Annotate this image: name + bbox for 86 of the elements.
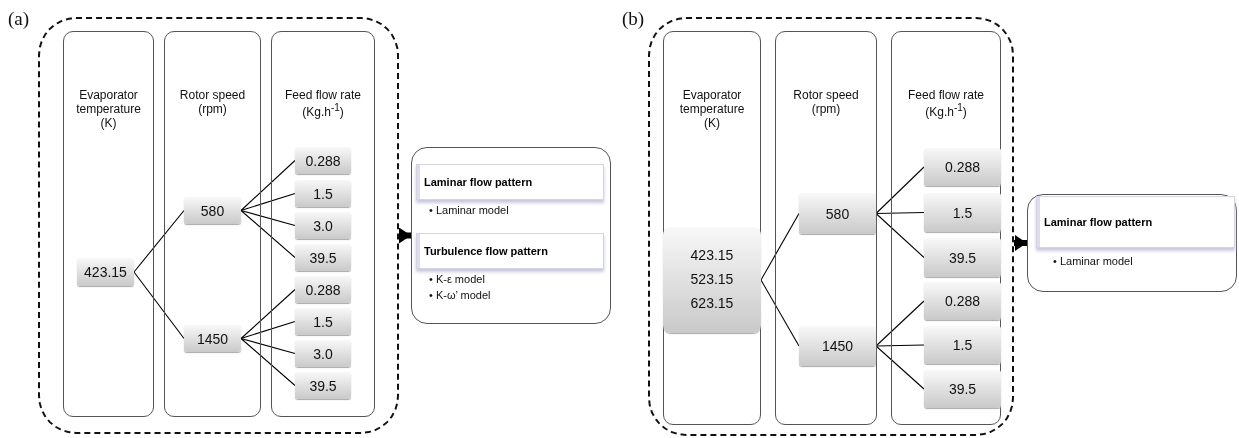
header-text: Turbulence flow pattern — [424, 245, 548, 257]
column-heading: Evaporator temperature (K) — [678, 88, 746, 130]
value-box — [295, 308, 351, 335]
value-text: 39.5 — [948, 249, 977, 266]
list-item: • Laminar model — [429, 204, 509, 216]
arrow — [1014, 235, 1027, 251]
column-heading: Evaporator temperature (K) — [76, 88, 141, 130]
value-box — [663, 227, 761, 333]
connector-line — [875, 300, 925, 347]
column-heading: Feed flow rate (Kg.h$^{-1}$) — [906, 88, 985, 119]
column-heading: Feed flow rate (Kg.h$^{-1}$) — [284, 88, 362, 119]
connector-line — [240, 209, 296, 227]
value-text: 0.288 — [944, 159, 980, 175]
column-panel — [891, 31, 1001, 425]
value-text: 423.15 523.15 623.15 — [689, 246, 735, 313]
value-box — [295, 212, 351, 239]
connector-line — [133, 209, 185, 273]
connector-line — [240, 209, 296, 259]
value-text: 1.5 — [313, 185, 333, 202]
arrow — [399, 227, 411, 244]
column-panel — [164, 31, 261, 417]
value-box — [295, 340, 351, 367]
value-text: 3.0 — [313, 217, 333, 234]
column-heading: Rotor speed (rpm) — [792, 88, 860, 116]
connector-line — [875, 345, 925, 390]
panel-label: (a) — [8, 8, 30, 30]
value-box — [924, 370, 1001, 408]
connector-line — [240, 337, 296, 355]
value-text: 1.5 — [952, 337, 973, 353]
value-box — [295, 180, 351, 207]
value-box — [799, 326, 876, 366]
value-text: 580 — [825, 205, 850, 222]
connector-line — [760, 212, 800, 281]
connector-line — [240, 159, 296, 212]
value-text: 423.15 — [84, 264, 127, 280]
connector-line — [875, 344, 925, 347]
value-text: 0.288 — [305, 152, 341, 169]
connector-line — [875, 211, 925, 215]
connector-line — [875, 166, 925, 215]
value-text: 1450 — [821, 338, 854, 354]
value-box — [184, 197, 241, 224]
value-box — [924, 148, 1001, 186]
value-box — [924, 326, 1001, 364]
column-panel — [271, 31, 375, 417]
value-text: 39.5 — [309, 249, 337, 266]
value-text: 580 — [200, 202, 225, 219]
header-bar — [416, 164, 604, 200]
header-text: Laminar flow pattern — [1044, 216, 1153, 228]
connector-line — [240, 337, 296, 387]
connector-line — [875, 212, 925, 259]
value-box — [799, 193, 876, 234]
dashed-group-frame — [38, 17, 399, 434]
column-panel — [63, 31, 154, 417]
value-text: 1450 — [196, 330, 229, 347]
value-text: 3.0 — [313, 345, 333, 362]
value-text: 0.288 — [305, 281, 341, 298]
value-text: 0.288 — [944, 293, 980, 309]
header-text: Laminar flow pattern — [424, 176, 533, 188]
value-box — [924, 193, 1001, 232]
value-text: 39.5 — [309, 377, 337, 394]
connector-line — [240, 192, 296, 212]
value-text: 1.5 — [952, 204, 973, 221]
value-box — [295, 244, 351, 271]
value-box — [184, 325, 241, 352]
column-heading: Rotor speed (rpm) — [178, 88, 247, 116]
column-panel — [663, 31, 761, 425]
value-box — [924, 282, 1001, 320]
connector-line — [240, 288, 296, 340]
value-text: 39.5 — [948, 381, 977, 397]
header-bar — [1036, 196, 1235, 248]
column-panel — [775, 31, 877, 425]
connector-line — [240, 320, 296, 340]
value-box — [295, 147, 351, 174]
value-box — [924, 238, 1001, 277]
value-box — [295, 372, 351, 399]
value-text: 1.5 — [313, 313, 333, 330]
connector-line — [760, 279, 800, 347]
header-bar — [416, 233, 604, 269]
value-box — [295, 276, 351, 303]
result-panel — [411, 147, 611, 324]
value-box — [77, 258, 134, 286]
list-item: • K-ω’ model — [429, 289, 491, 301]
result-panel — [1027, 194, 1237, 292]
connector-line — [133, 271, 185, 340]
dashed-group-frame — [648, 17, 1014, 436]
panel-label: (b) — [622, 8, 645, 30]
